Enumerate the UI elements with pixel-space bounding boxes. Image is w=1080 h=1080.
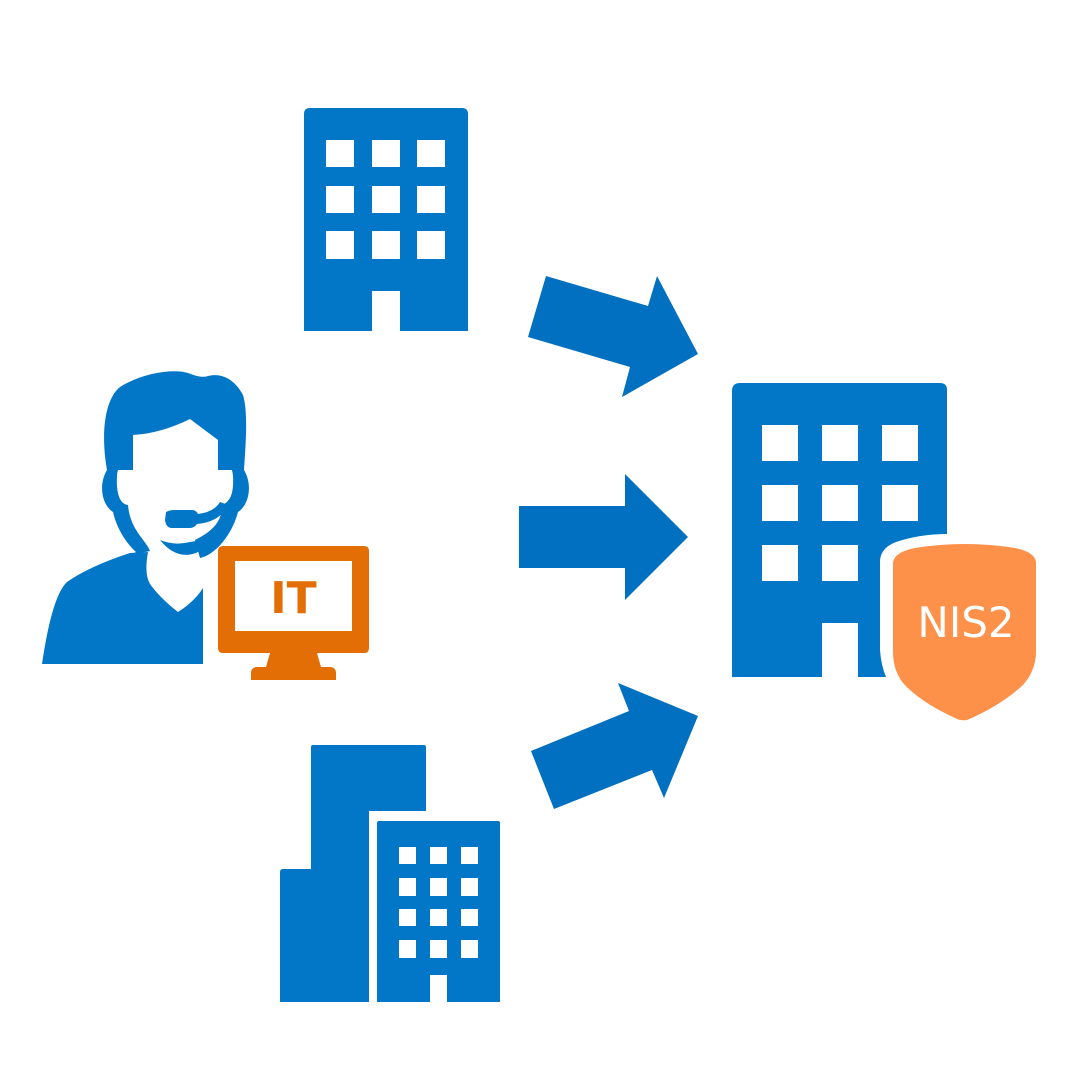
it-support-agent-icon — [42, 371, 249, 664]
building-complex-icon — [280, 745, 500, 1002]
arrow-right-icon-top — [528, 276, 698, 397]
arrow-right-icon-bottom — [531, 683, 698, 809]
target-building-icon — [732, 383, 947, 677]
it-monitor-label: IT — [270, 573, 316, 624]
office-building-icon — [304, 108, 468, 331]
arrow-right-icon-middle — [519, 474, 688, 600]
nis2-badge-label: NIS2 — [917, 598, 1014, 647]
nis2-shield-icon: NIS2 — [893, 544, 1036, 721]
it-monitor-icon: IT — [218, 546, 369, 680]
